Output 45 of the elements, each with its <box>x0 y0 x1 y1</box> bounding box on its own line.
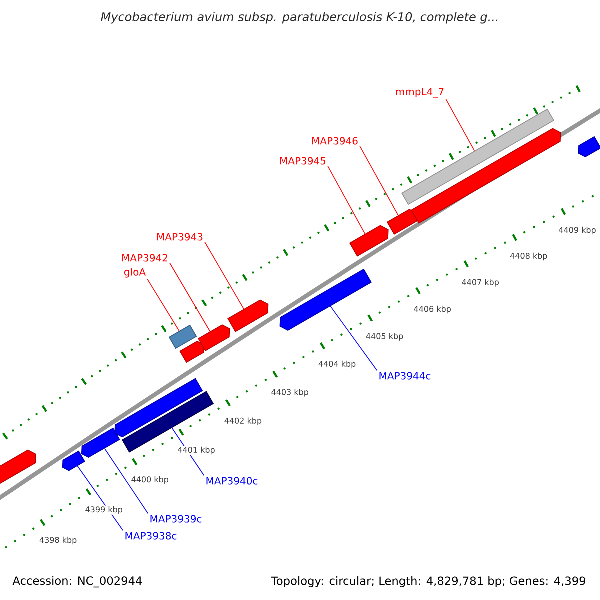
leader-line <box>204 242 244 310</box>
leader-line <box>170 262 211 332</box>
gene-label: MAP3946 <box>312 137 358 145</box>
gene-bar <box>168 324 198 350</box>
gene-label: gloA <box>124 268 146 278</box>
footer-text: Topology: circular; Length: 4,829,781 bp; Genes: 4,399 <box>271 576 586 588</box>
tick-label: 4407 kbp <box>461 278 500 288</box>
tick-label: 4403 kbp <box>270 388 310 398</box>
leader-line <box>328 166 366 234</box>
tick-label: 4401 kbp <box>177 446 216 456</box>
gene-label: MAP3942 <box>122 254 168 262</box>
gene-label: MAP3940c <box>206 477 258 485</box>
gene-block <box>280 268 372 332</box>
tick-label: 4402 kbp <box>224 417 263 426</box>
tick-label: 4408 kbp <box>509 252 548 262</box>
title: Mycobacterium avium subsp. paratuberculosis K-10, complete g... <box>101 12 498 24</box>
gene-block <box>198 324 230 352</box>
gene-block <box>228 300 269 332</box>
gene-label: MAP3939c <box>150 515 202 523</box>
leader-line <box>147 279 180 332</box>
gene-block <box>114 378 204 438</box>
gene-label: MAP3938c <box>126 532 177 540</box>
tick-label: 4400 kbp <box>130 476 170 485</box>
footer-text: Accession: NC_002944 <box>12 576 142 588</box>
leader-line <box>360 146 399 216</box>
gene-label: MAP3944c <box>380 372 431 380</box>
gene-label: mmpL4_7 <box>396 88 444 98</box>
tick-label: 4404 kbp <box>318 360 357 370</box>
tick-label: 4406 kbp <box>413 305 452 314</box>
leader-line <box>330 306 378 372</box>
gene-block <box>62 450 86 472</box>
gene-block <box>386 209 418 235</box>
tick-label: 4399 kbp <box>84 506 124 515</box>
gene-block <box>411 128 562 224</box>
leader-line <box>446 99 476 152</box>
gene-label: MAP3945 <box>280 157 326 165</box>
gene-block <box>0 450 36 484</box>
tick-label: 4405 kbp <box>365 332 404 342</box>
leader-line <box>104 448 149 514</box>
tick-label: 4398 kbp <box>38 536 78 546</box>
gene-block <box>180 340 205 364</box>
gene-block <box>349 225 389 257</box>
gene-block <box>578 136 600 158</box>
gene-label: MAP3943 <box>158 233 203 241</box>
tick-label: 4409 kbp <box>558 226 598 236</box>
